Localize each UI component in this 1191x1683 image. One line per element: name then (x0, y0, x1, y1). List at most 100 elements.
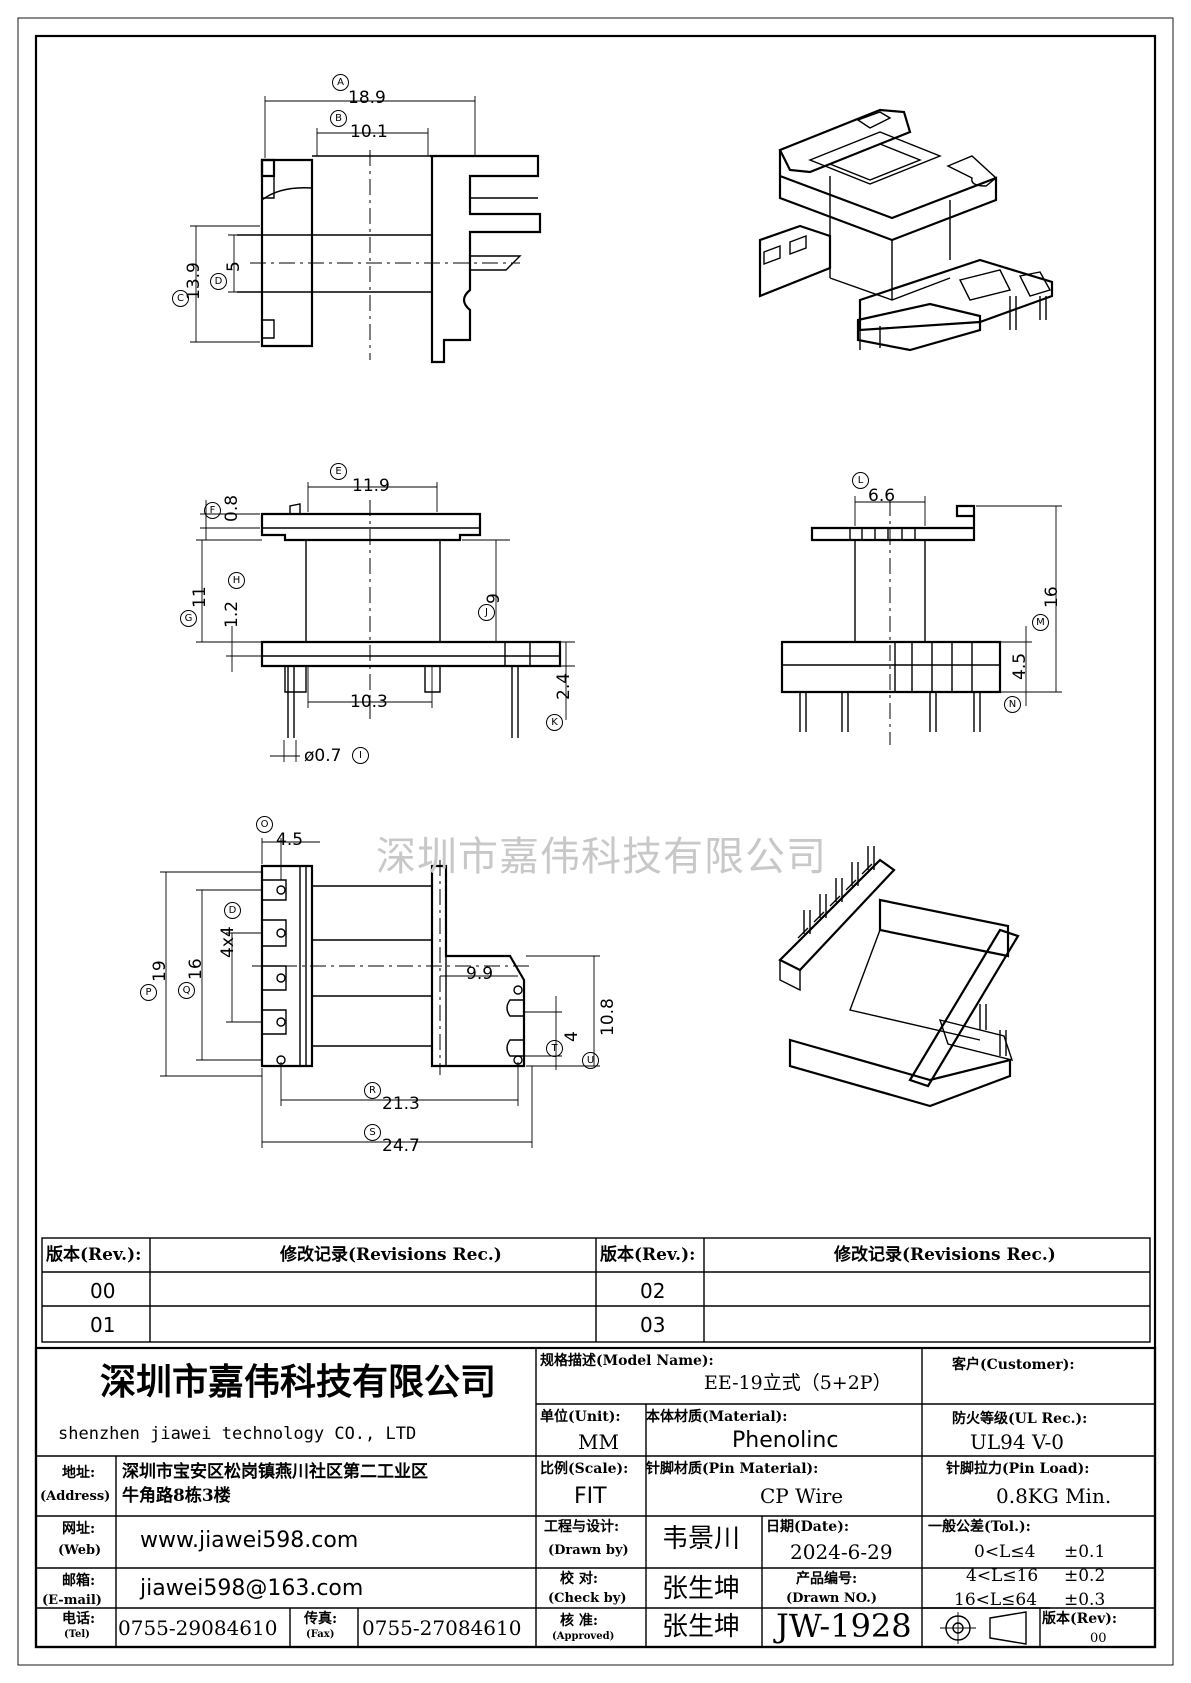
dim-o-tag: O (256, 816, 273, 834)
dim-s-value: 24.7 (382, 1136, 420, 1156)
dim-p-tag: P (140, 984, 157, 1002)
tel-value: 0755-29084610 (118, 1616, 278, 1640)
front-view (196, 482, 575, 762)
dim-n-tag: N (1004, 696, 1021, 714)
material-value: Phenolinc (732, 1428, 839, 1453)
bottom-view (160, 838, 600, 1148)
drawn-by-value: 韦景川 (662, 1524, 741, 1554)
company-name-cn: 深圳市嘉伟科技有限公司 (100, 1361, 497, 1403)
dim-m-tag: M (1032, 614, 1049, 632)
dim-b-value: 10.1 (350, 122, 388, 142)
check-by-value: 张生坤 (662, 1574, 741, 1604)
drawn-no-label: 产品编号: (796, 1571, 858, 1587)
web-label-en: (Web) (58, 1543, 102, 1558)
dim-h-value: 1.2 (222, 600, 242, 628)
outer-border (17, 17, 1174, 1666)
drawn-no-label-en: (Drawn NO.) (786, 1591, 877, 1606)
dim-d2-value: 4x4 (218, 926, 238, 958)
pin-material-label: 针脚材质(Pin Material): (646, 1461, 819, 1477)
dim-r-value: 21.3 (382, 1094, 420, 1114)
dim-r-tag: R (364, 1082, 381, 1100)
tol-range-0: 0<L≤4 (974, 1542, 1036, 1562)
pin-material-value: CP Wire (760, 1484, 844, 1508)
dim-a-value: 18.9 (348, 88, 386, 108)
website-link[interactable]: www.jiawei598.com (140, 1528, 359, 1553)
dim-s-tag: S (364, 1124, 381, 1142)
dim-j-tag: J (478, 604, 495, 622)
isometric-view-top (758, 108, 1054, 352)
dim-f-tag: F (204, 502, 221, 520)
dim-o-value: 4.5 (276, 830, 304, 850)
drawn-by-label-en: (Drawn by) (548, 1543, 629, 1558)
top-view (190, 96, 542, 364)
title-block (34, 1346, 1157, 1649)
dim-k-tag: K (546, 714, 563, 732)
scale-value: FIT (574, 1484, 607, 1509)
dim-u-value: 10.8 (598, 998, 618, 1036)
dim-h-tag: H (228, 572, 245, 590)
tol-range-1: 4<L≤16 (966, 1566, 1039, 1586)
unit-value: MM (578, 1430, 619, 1454)
pin-load-label: 针脚拉力(Pin Load): (946, 1461, 1090, 1477)
rev-row-0-left: 00 (90, 1279, 116, 1303)
fax-label: 传真: (304, 1611, 338, 1627)
rev-row-0-right: 02 (640, 1279, 666, 1303)
model-name-value: EE-19立式（5+2P） (704, 1372, 892, 1394)
dim-d2-tag: D (224, 902, 241, 920)
rev-row-1-left: 01 (90, 1313, 116, 1337)
dim-d-tag: D (210, 273, 227, 291)
dim-f-value: 0.8 (222, 494, 242, 522)
dim-b-tag: B (330, 110, 347, 128)
email-link[interactable]: jiawei598@163.com (140, 1576, 364, 1601)
dim-x-value: 9.9 (466, 964, 494, 984)
dim-g-tag: G (180, 610, 197, 628)
web-label: 网址: (62, 1521, 96, 1537)
rev-header-left: 版本(Rev.): (46, 1245, 142, 1265)
dim-l-value: 6.6 (868, 486, 896, 506)
date-label: 日期(Date): (766, 1519, 850, 1535)
dim-i-value: ø0.7 (304, 746, 342, 766)
rev-row-1-right: 03 (640, 1313, 666, 1337)
isometric-view-bottom (778, 846, 1020, 1108)
check-by-label-en: (Check by) (548, 1591, 627, 1606)
side-view (780, 496, 1062, 745)
rev-header-right: 版本(Rev.): (600, 1245, 696, 1265)
address-label-en: (Address) (40, 1489, 111, 1504)
address-line-1: 深圳市宝安区松岗镇燕川社区第二工业区 (122, 1462, 428, 1482)
dim-u-tag: U (582, 1052, 599, 1070)
fax-label-en: (Fax) (306, 1629, 335, 1640)
dim-e-tag: E (330, 463, 347, 481)
rec-header-left: 修改记录(Revisions Rec.) (280, 1245, 502, 1265)
dim-e-value: 11.9 (352, 476, 390, 496)
fax-value: 0755-27084610 (362, 1616, 522, 1640)
dim-g-value: 11 (190, 586, 210, 608)
tol-range-2: 16<L≤64 (954, 1590, 1038, 1610)
tol-value-1: ±0.2 (1064, 1566, 1106, 1586)
tel-label-en: (Tel) (64, 1629, 90, 1640)
dim-i-tag: I (352, 747, 369, 765)
tol-value-2: ±0.3 (1064, 1590, 1106, 1610)
dim-l-tag: L (852, 472, 869, 490)
revision-label: 版本(Rev): (1042, 1611, 1118, 1627)
dim-t-tag: T (546, 1040, 563, 1058)
approved-by-label-en: (Approved) (552, 1631, 615, 1642)
watermark: 深圳市嘉伟科技有限公司 (376, 834, 827, 880)
dim-a-tag: A (332, 74, 349, 92)
unit-label: 单位(Unit): (540, 1409, 621, 1425)
material-label: 本体材质(Material): (646, 1409, 788, 1425)
revision-value: 00 (1090, 1631, 1107, 1646)
rec-header-right: 修改记录(Revisions Rec.) (834, 1245, 1056, 1265)
email-label-en: (E-mail) (42, 1593, 102, 1608)
dim-j-value: 9 (484, 593, 504, 604)
scale-label: 比例(Scale): (540, 1461, 629, 1477)
ul-rec-value: UL94 V-0 (970, 1430, 1065, 1454)
pin-load-value: 0.8KG Min. (996, 1484, 1112, 1508)
revision-table (41, 1237, 1151, 1343)
dim-p-value: 19 (150, 960, 170, 982)
dim-q-tag: Q (178, 982, 195, 1000)
address-line-2: 牛角路8栋3楼 (122, 1486, 231, 1506)
dim-t-value: 4 (562, 1031, 582, 1042)
dim-m-value: 16 (1042, 586, 1062, 608)
tel-label: 电话: (62, 1611, 96, 1627)
